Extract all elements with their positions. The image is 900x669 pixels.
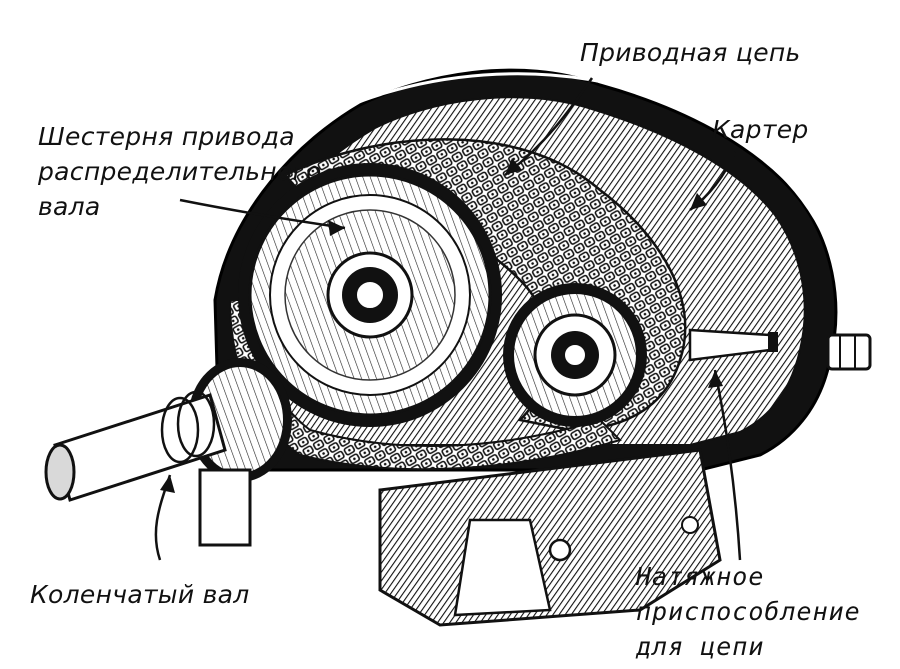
label-tensioner-line2: приспособление bbox=[636, 597, 861, 626]
label-crankshaft: Коленчатый вал bbox=[30, 580, 250, 609]
tensioner-arrowhead bbox=[708, 370, 723, 388]
housing-arrowhead bbox=[690, 193, 707, 210]
housing-base bbox=[198, 448, 722, 627]
tensioner-arrow bbox=[713, 369, 742, 561]
camshaft-gear bbox=[238, 163, 502, 427]
crankshaft-shaft bbox=[44, 390, 227, 502]
label-camshaft-gear-line1: Шестерня привода bbox=[38, 122, 295, 151]
label-tensioner-line1: Натяжное bbox=[636, 562, 765, 591]
crankshaft-arrowhead bbox=[160, 475, 175, 493]
label-camshaft-gear-line3: вала bbox=[38, 192, 101, 221]
tensioner-rod bbox=[688, 328, 872, 371]
leader-lines bbox=[154, 77, 742, 561]
tensioner-sprocket bbox=[503, 283, 647, 427]
camshaft-gear-arrow bbox=[179, 198, 346, 230]
camshaft-gear-arrowhead bbox=[328, 220, 345, 236]
label-camshaft-gear-line2: распределительного bbox=[38, 157, 322, 186]
label-tensioner-line3: для цепи bbox=[636, 632, 765, 661]
drive-chain-arrowhead bbox=[505, 158, 522, 175]
drive-chain-arrow bbox=[504, 77, 594, 176]
label-drive-chain: Приводная цепь bbox=[580, 38, 801, 67]
label-housing: Картер bbox=[712, 115, 809, 144]
